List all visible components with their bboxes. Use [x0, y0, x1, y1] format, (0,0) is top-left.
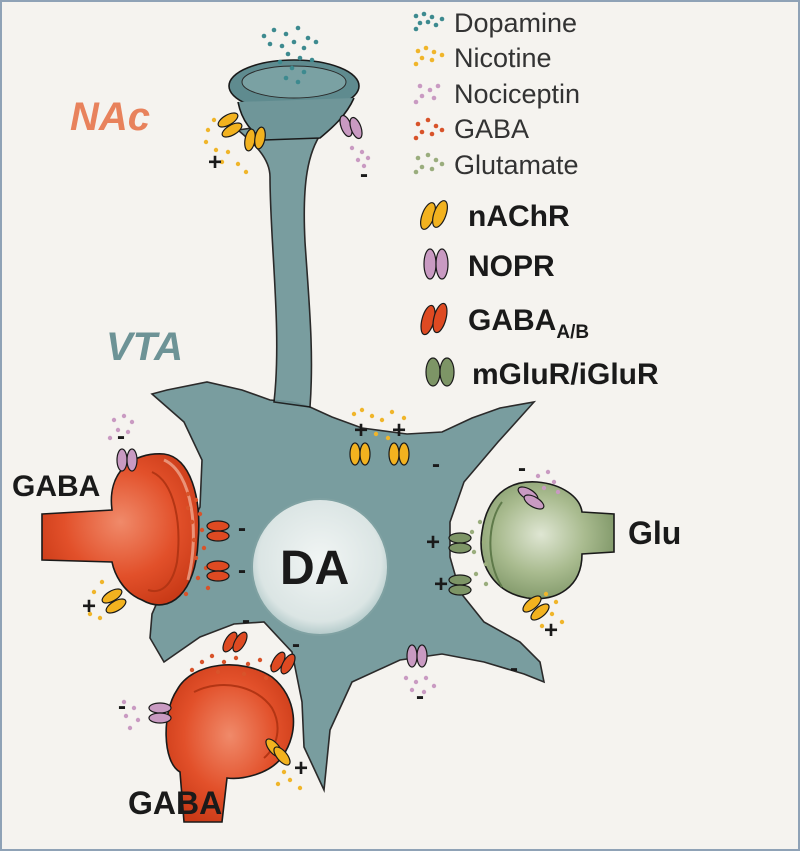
legend-gaba-icon [413, 117, 445, 141]
legend-gaba-label: GABA [454, 114, 529, 144]
bottom-gaba-nicotine-dots [275, 769, 303, 791]
legend-gaba-receptor-label: GABAA/B [468, 304, 589, 343]
sign-bottom-gaba-minus-2: - [292, 631, 300, 658]
glu-nachr [522, 595, 550, 621]
terminal-nicotine-dots [203, 117, 249, 175]
terminal-nachr-receptors [217, 112, 266, 152]
legend-glutamate-icon [413, 152, 445, 175]
soma-top-nicotine-dots [351, 407, 407, 441]
left-gaba-nopr [116, 448, 138, 472]
legend-glutamate-label: Glutamate [454, 150, 579, 180]
bottom-gaba-nachr [265, 738, 291, 766]
bottom-gaba-receptors [222, 631, 296, 675]
sign-glu-plus-2: + [434, 571, 448, 598]
left-gaba-receptors [206, 520, 230, 582]
legend-nicotine-label: Nicotine [454, 43, 552, 73]
soma-nopr-bottom [406, 644, 428, 668]
legend-nopr-label: NOPR [468, 250, 555, 283]
glu-nociceptin-dots [535, 469, 561, 495]
legend-gaba-receptor-icon [420, 302, 448, 336]
glu-receptors [448, 532, 472, 596]
bottom-gaba-nopr [148, 702, 172, 724]
sign-soma-top-plus-1: + [354, 417, 368, 444]
terminal-nociceptin-dots [349, 145, 371, 169]
soma-top-nachr-receptors [349, 442, 410, 466]
terminal-nopr-receptor [339, 114, 363, 140]
legend-nociceptin-icon [413, 83, 441, 105]
sign-glu-plus-3: + [544, 617, 558, 644]
sign-terminal-minus: - [360, 161, 368, 188]
dopamine-release-dots [261, 25, 319, 85]
legend-gaba-receptor-text: GABA [468, 304, 556, 337]
sign-soma-minus-right: - [510, 655, 518, 682]
legend-nopr-icon [423, 248, 449, 280]
sign-bottom-gaba-minus-left: - [118, 693, 126, 720]
legend-nicotine-icon [413, 45, 445, 67]
nac-label: NAc [70, 95, 150, 139]
legend-dopamine-label: Dopamine [454, 8, 577, 38]
legend-dopamine-icon [413, 11, 445, 32]
sign-left-gaba-minus-2: - [238, 557, 246, 584]
legend-nachr-label: nAChR [468, 200, 570, 233]
sign-soma-top-plus-2: + [392, 417, 406, 444]
legend-gaba-receptor-sub: A/B [556, 322, 589, 343]
left-gaba-nachr [101, 588, 127, 614]
glu-label: Glu [628, 515, 681, 551]
axon-terminal-neck [237, 97, 355, 141]
axon-terminal-inner [241, 65, 347, 99]
sign-bottom-gaba-plus: + [294, 755, 308, 782]
da-nucleus [251, 498, 389, 636]
left-gaba-dots [183, 491, 211, 597]
sign-terminal-plus: + [208, 149, 222, 176]
sign-bottom-gaba-minus-1: - [242, 607, 250, 634]
sign-soma-minus-bottom: - [416, 683, 424, 710]
soma-nociceptin-dots [403, 675, 437, 695]
vta-label: VTA [106, 325, 183, 369]
da-label: DA [280, 542, 349, 595]
da-neuron-axon [236, 121, 324, 408]
legend-glur-icon [425, 357, 455, 387]
glu-nicotine-dots [539, 591, 565, 629]
left-gaba-nociceptin-dots [107, 413, 135, 441]
glu-cell-right [480, 481, 615, 600]
sign-glu-minus: - [518, 455, 526, 482]
bottom-gaba-nociceptin-dots [121, 699, 141, 731]
sign-left-gaba-minus-top: - [117, 423, 125, 450]
sign-glu-plus-1: + [426, 529, 440, 556]
gaba-left-label: GABA [12, 470, 100, 503]
sign-left-gaba-minus-1: - [238, 515, 246, 542]
legend-nachr-icon [420, 200, 448, 230]
legend-nociceptin-label: Nociceptin [454, 79, 580, 109]
sign-left-gaba-plus: + [82, 593, 96, 620]
glu-nopr [517, 486, 545, 510]
left-gaba-nicotine-dots [87, 579, 105, 621]
gaba-bottom-label: GABA [128, 785, 222, 821]
sign-soma-top-minus: - [432, 451, 440, 478]
legend-glur-label: mGluR/iGluR [472, 358, 659, 391]
